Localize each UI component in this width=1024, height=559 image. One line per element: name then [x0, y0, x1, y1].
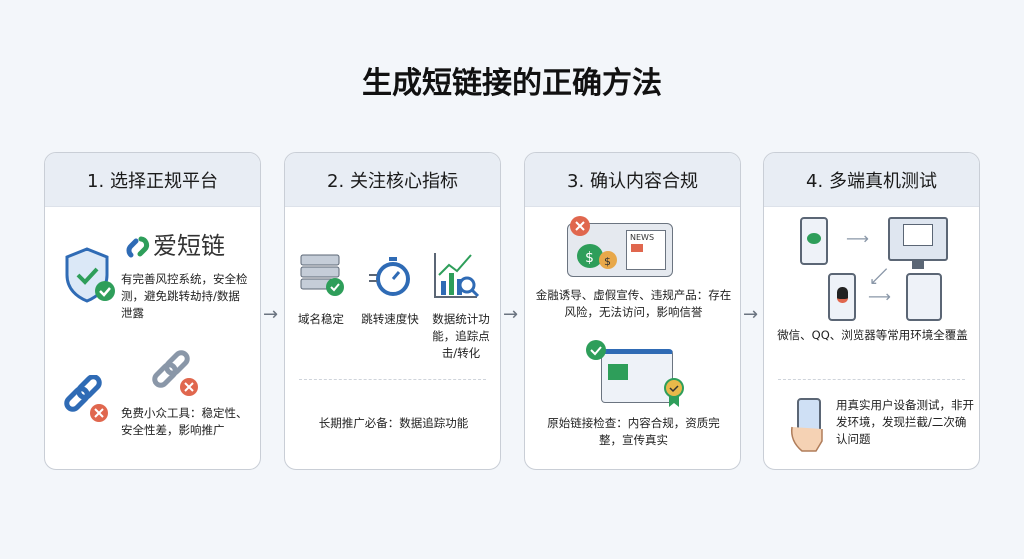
divider	[299, 379, 486, 380]
hand-holding-phone-icon	[790, 398, 823, 452]
webpage-icon	[601, 349, 673, 403]
svg-text:$: $	[585, 250, 594, 266]
shield-check-icon	[65, 247, 115, 303]
monitor-icon	[888, 217, 948, 261]
money-bag-icon: $ $	[577, 244, 617, 269]
phone-wechat-icon	[800, 217, 828, 265]
risky-content-panel: $ $ NEWS	[567, 223, 673, 277]
arrow-right-icon: →	[503, 304, 519, 325]
card-header: 3. 确认内容合规	[525, 153, 740, 207]
server-check-icon	[300, 254, 344, 296]
broken-chain-icon	[152, 350, 198, 396]
stopwatch-icon	[369, 257, 410, 296]
error-x-icon	[570, 216, 590, 236]
tablet-icon	[906, 273, 942, 321]
metric-fast-redirect: 跳转速度快	[361, 312, 419, 326]
check-circle-icon	[586, 340, 606, 360]
certified-badge-icon	[664, 378, 684, 407]
card-header: 1. 选择正规平台	[45, 153, 260, 207]
monitor-stand	[912, 261, 924, 269]
metric-domain-stable: 域名稳定	[298, 312, 344, 326]
analytics-chart-icon	[434, 253, 480, 298]
step-card-device-testing: 4. 多端真机测试 ⟶ ⟶ ⟶ 微信、QQ、浏览器等常用环境全覆盖 用真实用户设…	[763, 152, 980, 470]
news-icon: NEWS	[626, 230, 666, 270]
arrow-icon: ⟶	[868, 287, 891, 306]
step-card-metrics: 2. 关注核心指标 域名稳定 跳转速度快 数据统计功能，追踪点击/转化 长期推广…	[284, 152, 501, 470]
news-label: NEWS	[630, 233, 655, 242]
card-header: 2. 关注核心指标	[285, 153, 500, 207]
arrow-icon: ⟶	[846, 229, 869, 248]
divider	[778, 379, 965, 380]
arrow-right-icon: →	[263, 304, 279, 325]
phone-qq-icon	[828, 273, 856, 321]
card-header: 4. 多端真机测试	[764, 153, 979, 207]
broken-link-icon	[64, 375, 108, 422]
metric-footer-note: 长期推广必备：数据追踪功能	[318, 416, 469, 430]
good-platform-text: 有完善风控系统，安全检测，避免跳转劫持/数据泄露	[121, 272, 248, 320]
step-card-platform: 1. 选择正规平台 爱短链 有完善风控系统，安全检测，避免跳转劫持/数据泄露 免…	[44, 152, 261, 470]
brand-link-logo-icon	[126, 236, 150, 258]
step-card-compliance: 3. 确认内容合规 $ $ NEWS 金融诱导、虚假宣传、违规产品：存在风险，无…	[524, 152, 741, 470]
metric-data-tracking: 数据统计功能，追踪点击/转化	[432, 312, 490, 360]
arrow-right-icon: →	[743, 304, 759, 325]
brand-name: 爱短链	[153, 232, 225, 260]
compliant-content-text: 原始链接检查：内容合规，资质完整，宣传真实	[547, 416, 720, 447]
risky-content-text: 金融诱导、虚假宣传、违规产品：存在风险，无法访问，影响信誉	[535, 288, 732, 319]
svg-text:$: $	[604, 255, 611, 268]
page-title: 生成短链接的正确方法	[362, 66, 662, 101]
environment-coverage-text: 微信、QQ、浏览器等常用环境全覆盖	[777, 328, 968, 342]
real-device-test-text: 用真实用户设备测试，非开发环境，发现拦截/二次确认问题	[836, 398, 974, 446]
bad-platform-text: 免费小众工具：稳定性、安全性差，影响推广	[121, 406, 248, 437]
